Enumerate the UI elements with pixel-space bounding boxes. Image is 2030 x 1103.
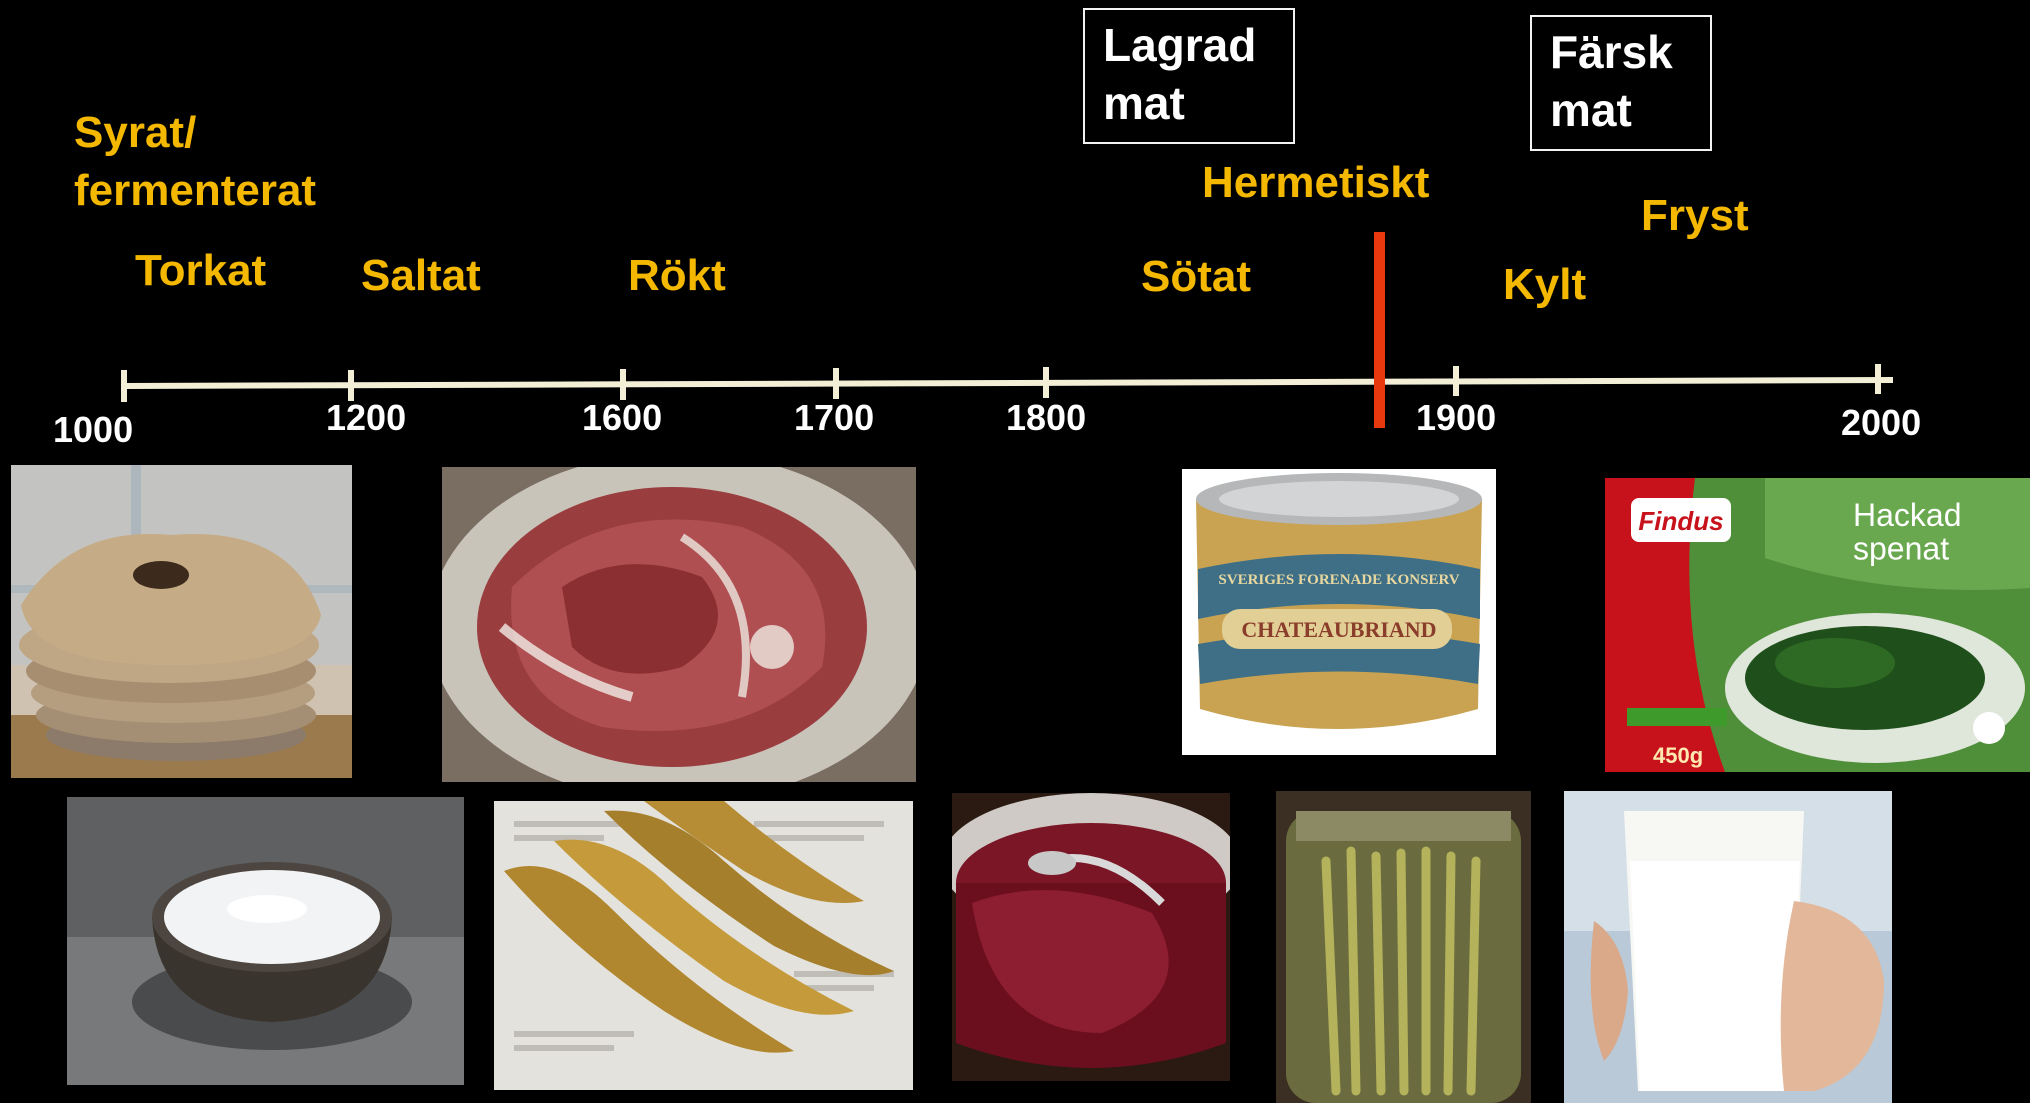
jam-jar-photo: [952, 793, 1230, 1081]
milk-glass-photo: [1564, 791, 1892, 1103]
year-1800: 1800: [1006, 398, 1086, 438]
package-weight: 450g: [1653, 743, 1703, 768]
pickled-beans-photo: [1276, 791, 1531, 1103]
package-brand: Findus: [1638, 506, 1723, 536]
year-1200: 1200: [326, 398, 406, 438]
year-1700: 1700: [794, 398, 874, 438]
can-label-main: CHATEAUBRIAND: [1241, 617, 1436, 642]
year-1900: 1900: [1416, 398, 1496, 438]
year-2000: 2000: [1841, 403, 1921, 443]
can-label-top: SVERIGES FORENADE KONSERV: [1218, 572, 1459, 588]
salted-meat-photo: [442, 467, 916, 782]
smoked-fish-photo: [494, 801, 913, 1090]
canned-food-photo: SVERIGES FORENADE KONSERV CHATEAUBRIAND: [1182, 469, 1496, 755]
timeline-axis: [0, 0, 2030, 460]
canning-marker: [1374, 232, 1385, 428]
year-1000: 1000: [53, 410, 133, 450]
sour-milk-photo: [67, 797, 464, 1085]
crispbread-photo: [11, 465, 352, 778]
year-1600: 1600: [582, 398, 662, 438]
